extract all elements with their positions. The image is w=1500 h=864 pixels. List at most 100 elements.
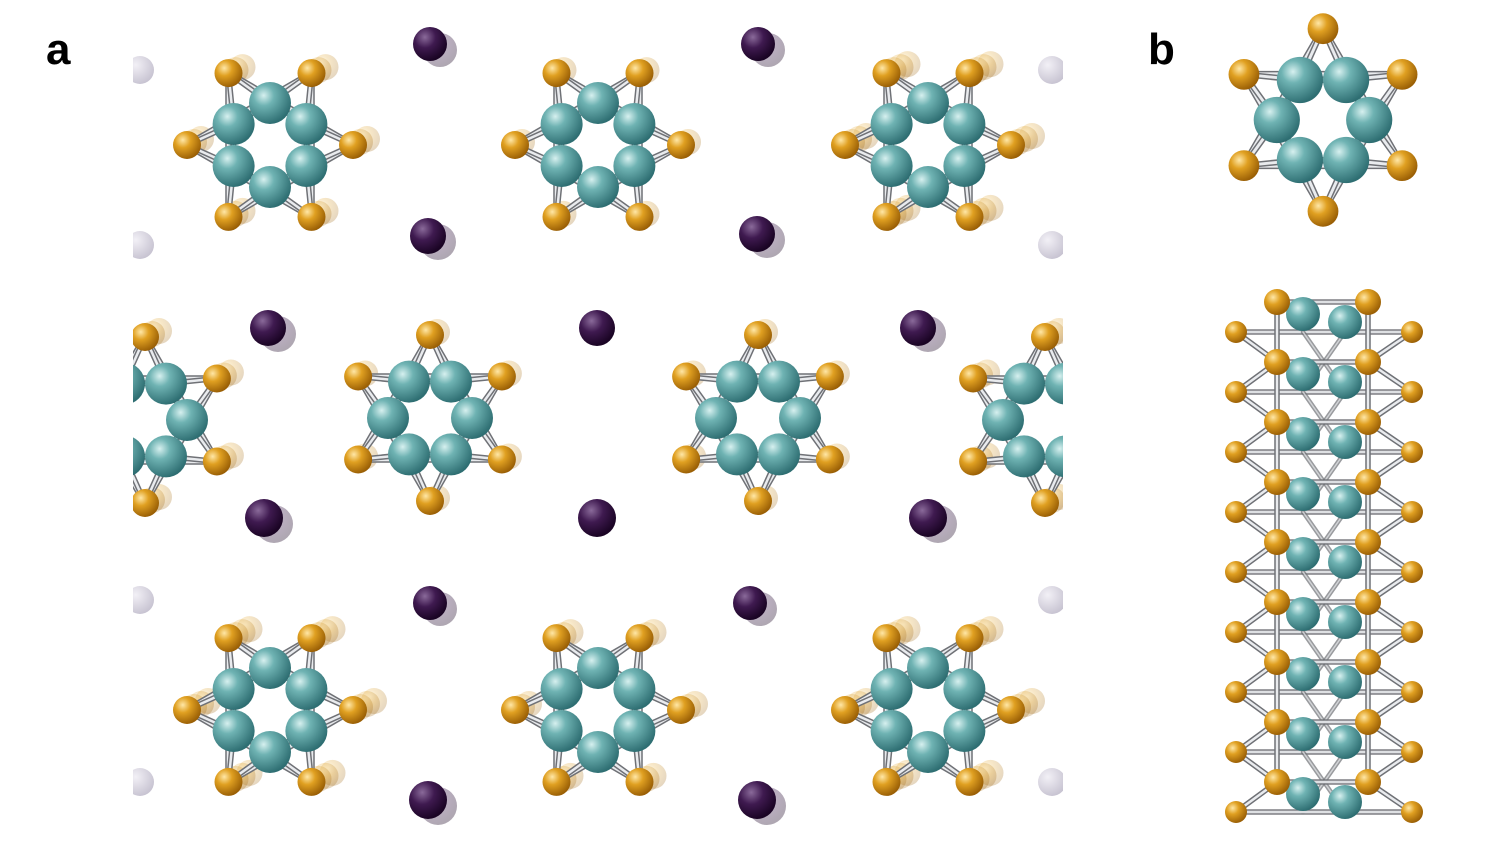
ligand-atom	[344, 445, 373, 474]
bond-highlight	[1066, 456, 1117, 461]
hexagram-cluster	[501, 57, 701, 231]
metal-atom	[577, 647, 619, 689]
ligand-atom	[339, 131, 367, 159]
cation-atom	[579, 310, 615, 346]
ligand-atom	[744, 487, 772, 515]
ligand-atom	[1264, 289, 1290, 315]
metal-atom	[943, 710, 986, 752]
metal-atom	[716, 360, 758, 403]
cation-stack	[413, 27, 457, 67]
bond-highlight	[73, 456, 124, 461]
metal-atom	[540, 103, 583, 145]
ligand-atom	[667, 696, 695, 724]
ligand-atom	[667, 131, 695, 159]
metal-atom	[613, 668, 656, 710]
ligand-atom	[1225, 681, 1247, 703]
metal-atom	[249, 647, 291, 689]
metal-atom	[758, 360, 800, 403]
bond	[103, 420, 124, 456]
panel-label-b: b	[1148, 25, 1175, 74]
ligand-atom	[133, 489, 159, 517]
cation-atom	[245, 499, 283, 537]
ligand-atom	[1264, 649, 1290, 675]
cation-stack	[245, 499, 293, 543]
metal-atom	[1346, 96, 1393, 144]
metal-atom	[388, 360, 430, 403]
ligand-atom	[1401, 441, 1423, 463]
ligand-atom	[1355, 709, 1381, 735]
hexagram-cluster	[831, 51, 1045, 231]
ligand-atom	[1264, 709, 1290, 735]
ligand-atom	[1401, 681, 1423, 703]
ligand-atom	[59, 448, 87, 476]
metal-atom	[212, 710, 255, 752]
metal-atom	[145, 435, 187, 478]
hexagram-cluster	[501, 619, 708, 796]
bond-highlight	[1066, 420, 1087, 456]
metal-atom	[1328, 785, 1362, 819]
metal-atom	[285, 145, 328, 187]
faded-atom	[133, 56, 154, 84]
ligand-atom	[297, 767, 326, 796]
bond	[1087, 379, 1117, 421]
ligand-atom	[1264, 349, 1290, 375]
ligand-atom	[1225, 501, 1247, 523]
ligand-atom	[872, 624, 901, 653]
metal-atom	[870, 710, 913, 752]
ligand-atom	[173, 131, 201, 159]
ligand-atom	[1225, 321, 1247, 343]
ligand-atom	[831, 696, 859, 724]
ligand-atom	[1264, 409, 1290, 435]
ligand-atom	[955, 624, 984, 653]
metal-atom	[1253, 96, 1300, 144]
cation-stack	[738, 781, 786, 825]
ligand-atom	[1264, 529, 1290, 555]
ligand-atom	[1103, 365, 1131, 393]
cation-stack	[409, 781, 457, 825]
bond-highlight	[1087, 420, 1117, 462]
metal-atom	[613, 145, 656, 187]
ligand-atom	[959, 364, 988, 393]
ligand-atom	[1307, 13, 1339, 45]
ligand-atom	[1225, 621, 1247, 643]
metal-atom	[249, 731, 291, 773]
metal-atom	[613, 710, 656, 752]
cation-stack	[413, 586, 457, 626]
faded-atom	[1038, 768, 1063, 796]
ligand-atom	[1401, 501, 1423, 523]
cation-atom	[900, 310, 936, 346]
ligand-atom	[501, 131, 529, 159]
metal-atom	[1286, 777, 1320, 811]
ligand-atom	[1307, 195, 1339, 227]
bond	[73, 379, 103, 421]
cation-stack	[739, 216, 785, 258]
ligand-atom	[202, 364, 231, 393]
metal-atom	[577, 166, 619, 208]
ligand-atom	[1401, 801, 1423, 823]
ligand-atom	[133, 323, 159, 351]
metal-atom	[212, 668, 255, 710]
cation-atom	[733, 586, 767, 620]
bond	[1066, 379, 1117, 384]
hexagram-cluster	[173, 616, 387, 796]
ligand-atom-back	[1111, 363, 1137, 389]
metal-atom	[1045, 435, 1063, 478]
ligand-atom-back	[74, 360, 100, 386]
bond	[1087, 420, 1117, 462]
cation-stack	[250, 310, 296, 352]
metal-atom	[1003, 362, 1045, 405]
ligand-atom	[955, 59, 984, 88]
bond-highlight	[1066, 379, 1117, 384]
ligand-atom	[872, 767, 901, 796]
cation-stack	[410, 218, 456, 260]
metal-atom	[870, 668, 913, 710]
ligand-atom	[297, 624, 326, 653]
ligand-atom	[625, 202, 654, 231]
metal-atom	[1276, 56, 1323, 104]
metal-atom	[870, 103, 913, 145]
metal-atom	[145, 362, 187, 405]
bond	[73, 379, 124, 384]
ligand-atom	[1228, 150, 1260, 182]
metal-atom	[907, 82, 949, 124]
metal-atom	[133, 364, 145, 403]
